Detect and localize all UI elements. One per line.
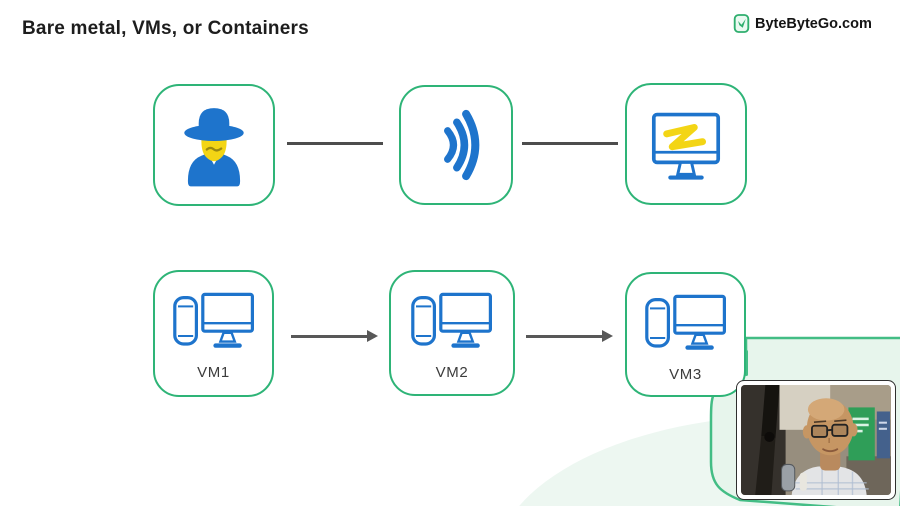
deco-tick-line	[745, 350, 748, 376]
spy-icon	[184, 108, 244, 187]
vm-label: VM3	[669, 366, 702, 383]
presenter-scene	[741, 385, 891, 495]
arrow-vm2-to-vm3	[526, 330, 613, 341]
connector-line-2	[522, 142, 618, 145]
bytebytego-logo-icon	[733, 14, 750, 33]
webcam-overlay	[736, 380, 896, 500]
vm-host-icon	[411, 292, 492, 348]
vm-label: VM2	[435, 364, 469, 381]
brand-name: ByteByteGo.com	[755, 15, 872, 32]
signal-node-box	[399, 85, 513, 205]
vm-host-icon	[172, 292, 254, 348]
vm2-node-box: VM2	[389, 270, 515, 396]
attacker-node-box	[153, 84, 275, 206]
signal-waves-icon	[444, 109, 480, 181]
presenter-video	[741, 385, 891, 495]
monitor-z-icon	[651, 112, 721, 180]
connector-line-1	[287, 142, 383, 145]
vm-host-icon	[644, 294, 726, 350]
vm1-node-box: VM1	[153, 270, 274, 397]
page-title: Bare metal, VMs, or Containers	[22, 18, 309, 39]
sleeping-computer-node-box	[625, 83, 747, 205]
brand-logo: ByteByteGo.com	[733, 13, 872, 34]
vm-label: VM1	[197, 364, 230, 381]
arrow-vm1-to-vm2	[291, 330, 378, 341]
vm3-node-box: VM3	[625, 272, 746, 397]
